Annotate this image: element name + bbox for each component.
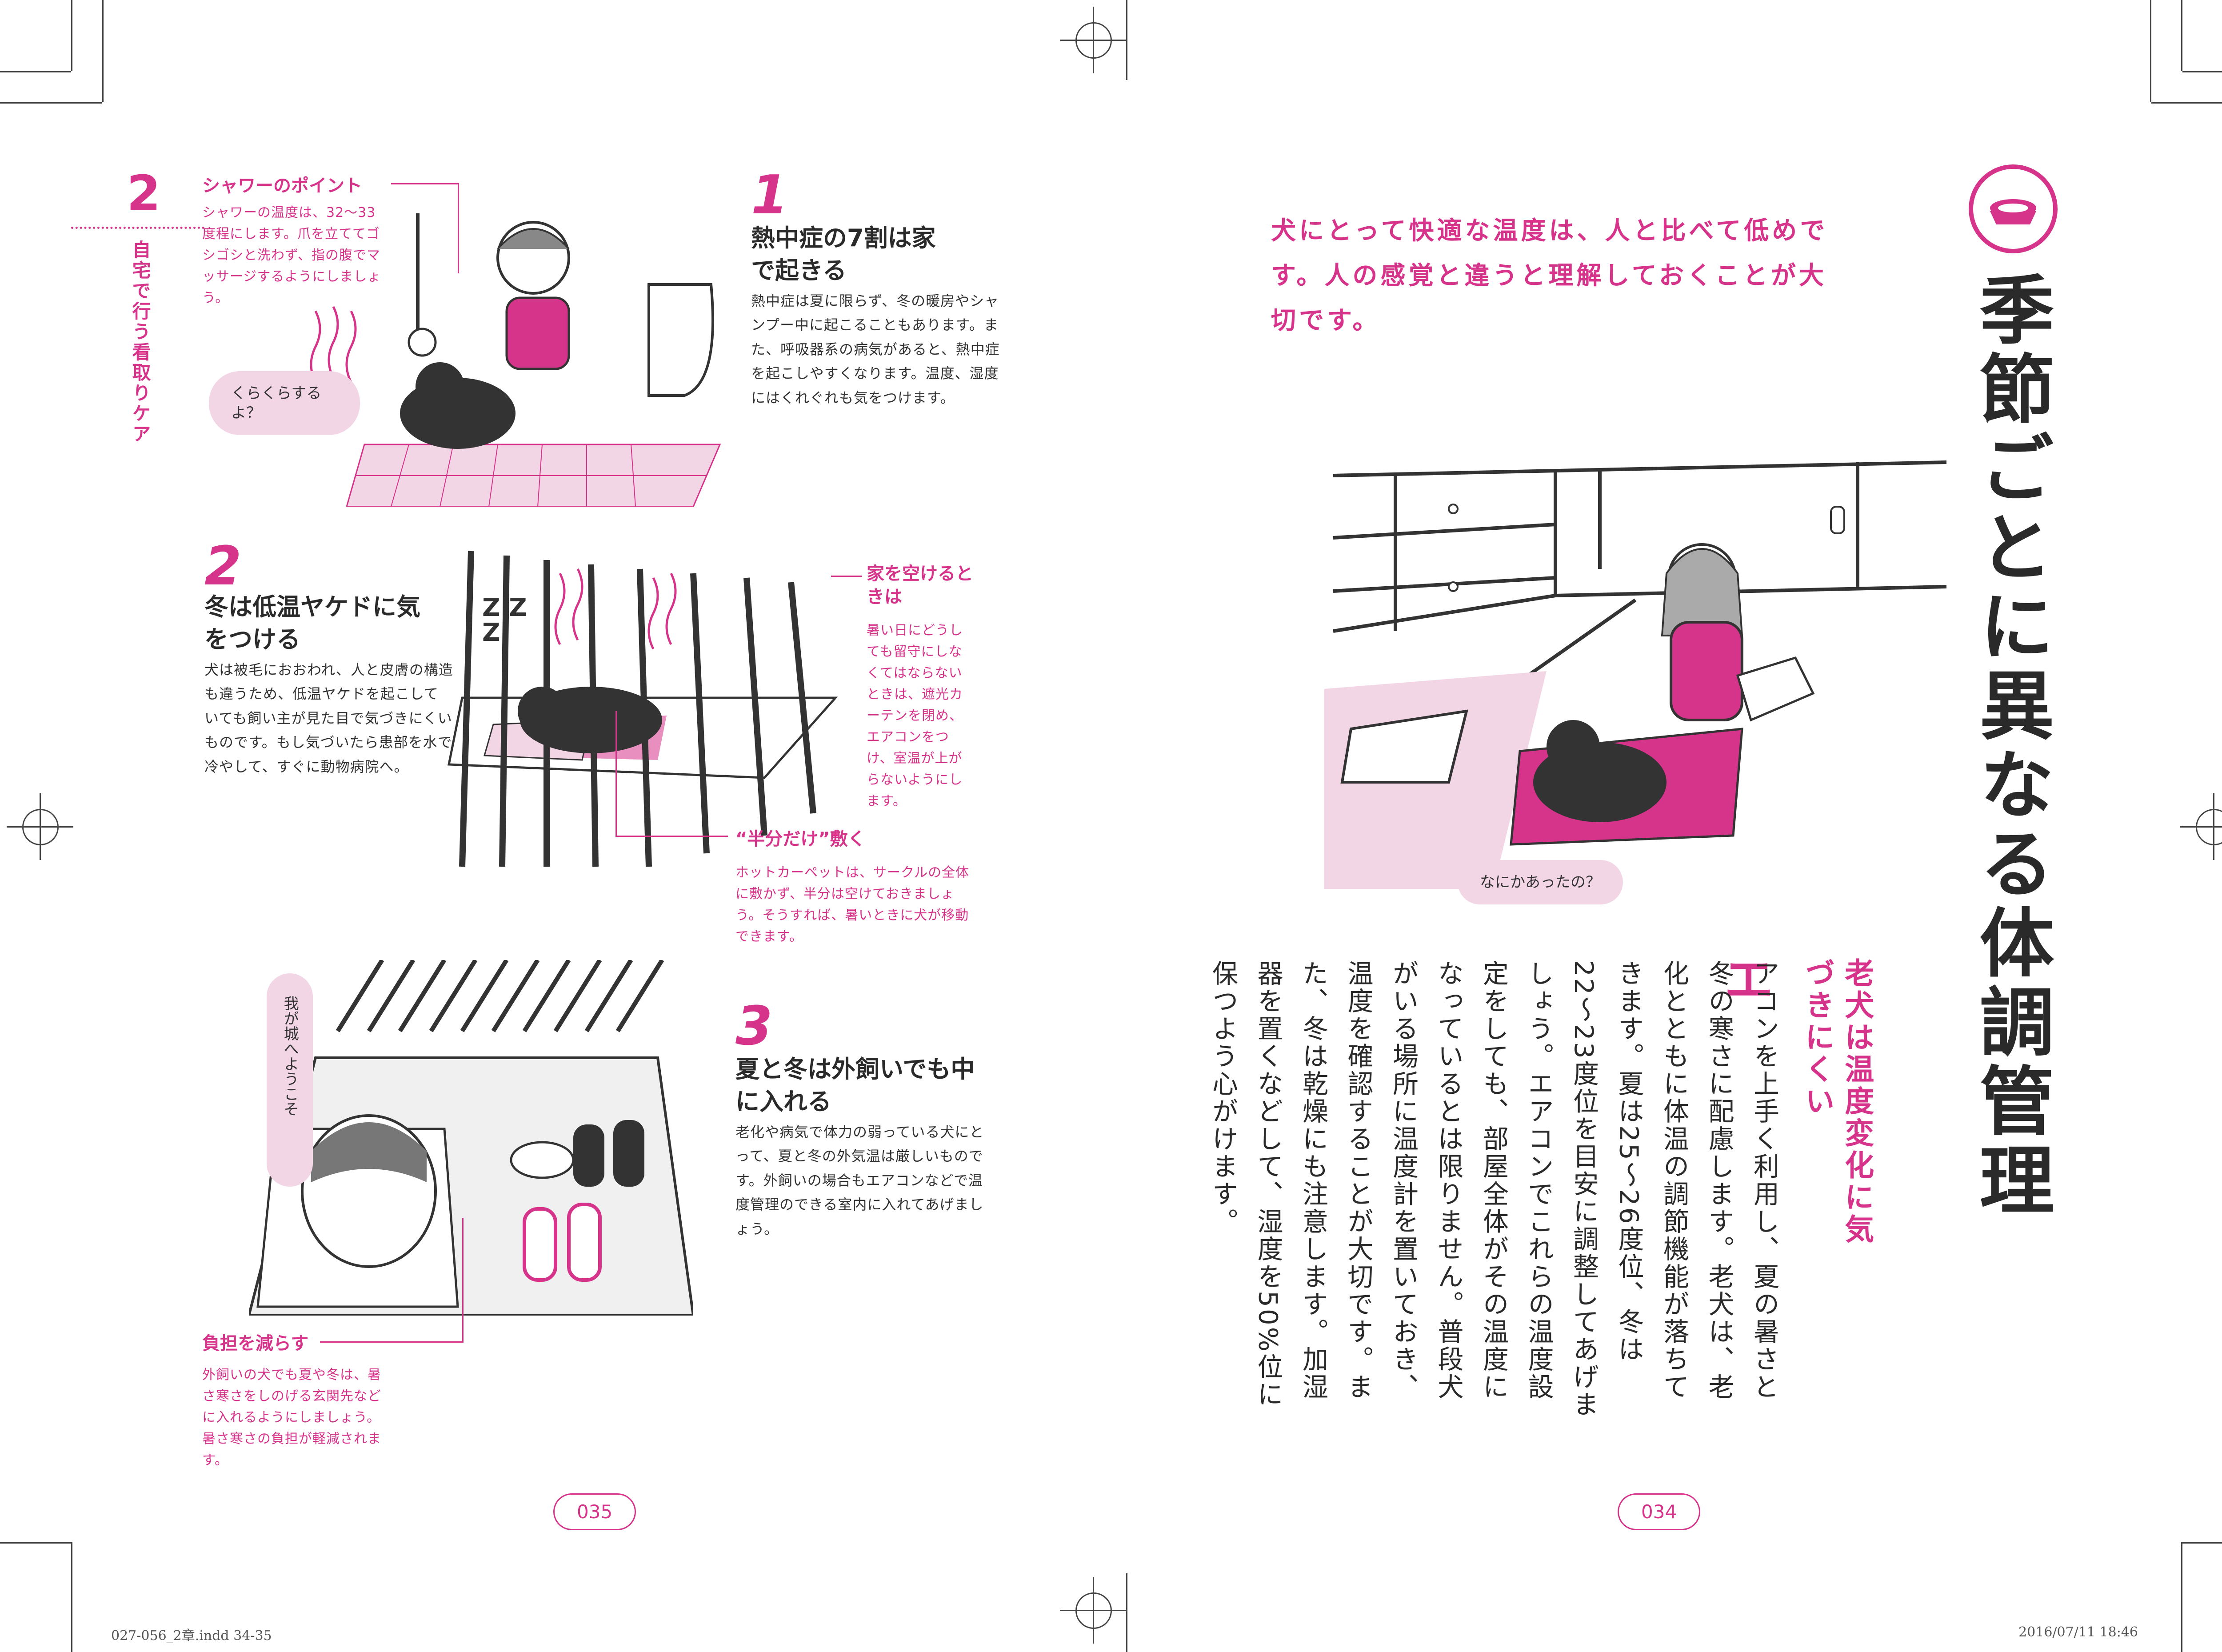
spine-mark	[1126, 1573, 1127, 1652]
registration-mark-icon	[2180, 793, 2222, 860]
section-number: 1	[751, 164, 788, 226]
section-title: 夏と冬は外飼いでも中に入れる	[735, 1055, 975, 1116]
half-note-body: ホットカーペットは、サークルの全体に敷かず、半分は空けておきましょう。そうすれば…	[735, 865, 970, 944]
section-title: 熱中症の7割は家で起きる	[751, 224, 936, 284]
registration-mark-icon	[1060, 1577, 1127, 1644]
column-body: アコンを上手く利用し、夏の暑さと冬の寒さに配慮します。老犬は、老化とともに体温の…	[1208, 960, 1779, 1419]
crop-mark	[0, 102, 102, 104]
burden-note-title: 負担を減らす	[202, 1333, 309, 1354]
room-illustration	[1324, 444, 1947, 889]
crop-mark	[71, 1542, 72, 1652]
burden-note-body: 外飼いの犬でも夏や冬は、暑さ寒さをしのげる玄関先などに入れるようにしましょう。暑…	[202, 1367, 381, 1468]
callout-line	[320, 1218, 464, 1343]
crop-mark	[2151, 102, 2222, 104]
registration-mark-icon	[7, 793, 73, 860]
cage-illustration	[444, 547, 853, 867]
crop-mark	[2150, 0, 2151, 102]
page-number-right: 034	[1618, 1493, 1701, 1530]
entryway-illustration	[247, 959, 695, 1317]
side-tab-divider	[71, 227, 204, 229]
section-title: 冬は低温ヤケドに気をつける	[204, 593, 420, 653]
crop-mark	[2182, 71, 2222, 72]
half-note-title: “半分だけ”敷く	[735, 829, 866, 849]
dizzy-speech-bubble: くらくらするよ？	[209, 371, 360, 436]
section-body: 犬は被毛におおわれ、人と皮膚の構造も違うため、低温ヤケドを起こしていても飼い主が…	[204, 661, 453, 775]
section-number: 3	[735, 996, 773, 1057]
section-body: 熱中症は夏に限らず、冬の暖房やシャンプー中に起こることもあります。また、呼吸器系…	[751, 292, 1000, 406]
crop-mark	[71, 0, 72, 71]
drop-cap: エ	[1724, 952, 1773, 1008]
crop-mark	[2181, 0, 2182, 71]
chapter-title: 季節ごとに異なる体調管理	[1967, 271, 2054, 1220]
crop-mark	[2181, 1542, 2182, 1652]
side-tab-label: 自宅で行う看取りケア	[129, 240, 151, 444]
column-heading: 老犬は温度変化に気づきにくい	[1800, 958, 1874, 1246]
crop-mark	[102, 0, 104, 102]
page-number-left: 035	[553, 1493, 636, 1530]
callout-line	[615, 711, 728, 837]
timestamp-slug: 2016/07/11 18:46	[2018, 1624, 2138, 1640]
bowl-icon	[1969, 164, 2058, 253]
callout-line	[391, 183, 459, 273]
file-slug: 027-056_2章.indd 34-35	[111, 1628, 272, 1644]
chapter-number: 2	[127, 165, 161, 222]
zzz-text: Z Z Z	[482, 593, 527, 647]
section-body: 老化や病気で体力の弱っている犬にとって、夏と冬の外気温は厳しいものです。外飼いの…	[735, 1124, 984, 1237]
shower-illustration	[249, 196, 729, 508]
callout-line	[831, 576, 862, 577]
crop-mark	[0, 71, 71, 72]
spine-mark	[1126, 0, 1127, 80]
registration-mark-icon	[1060, 7, 1127, 73]
crop-mark	[0, 1542, 71, 1544]
away-note-title: 家を空けるときは	[867, 564, 973, 607]
crop-mark	[2182, 1542, 2222, 1544]
lead-text: 犬にとって快適な温度は、人と比べて低めです。人の感覚と違うと理解しておくことが大…	[1271, 216, 1828, 335]
what-happened-speech-bubble: なにかあったの？	[1458, 860, 1623, 905]
away-note-body: 暑い日にどうしても留守にしなくてはならないときは、遮光カーテンを閉め、エアコンを…	[867, 623, 963, 809]
shower-note-body: シャワーの温度は、32〜33度程にします。爪を立ててゴシゴシと洗わず、指の腹でマ…	[202, 205, 381, 306]
section-number: 2	[204, 536, 242, 597]
shower-note-title: シャワーのポイント	[202, 176, 362, 196]
castle-speech-bubble: 我が城へようこそ	[267, 973, 313, 1187]
